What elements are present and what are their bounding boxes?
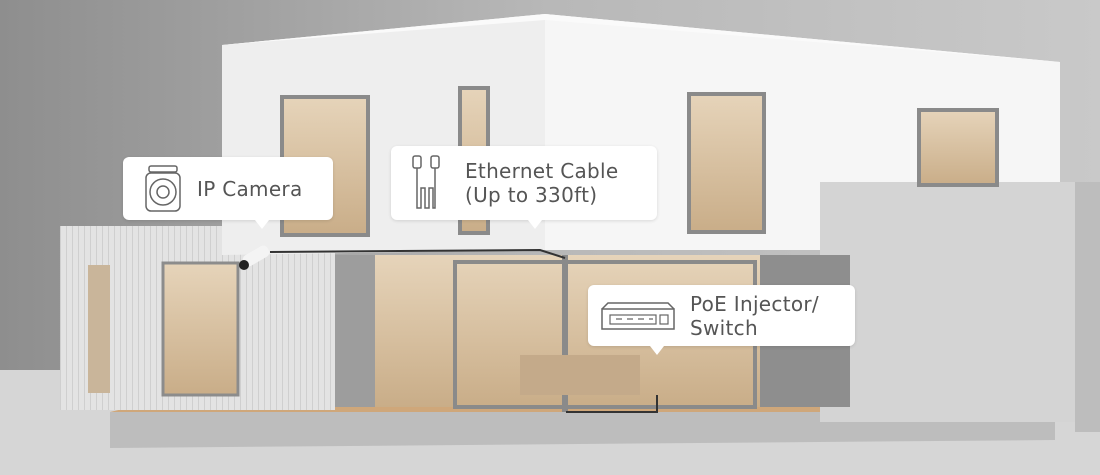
ip-camera-device bbox=[239, 245, 270, 270]
callout-pointer bbox=[255, 220, 269, 229]
ip-camera-callout: IP Camera bbox=[123, 157, 333, 229]
ip-camera-label: IP Camera bbox=[197, 176, 303, 201]
annex-block bbox=[820, 182, 1075, 422]
ethernet-cable-callout: Ethernet Cable (Up to 330ft) bbox=[391, 146, 657, 229]
ethernet-cable-range: (Up to 330ft) bbox=[465, 183, 598, 207]
poe-label: PoE Injector/ bbox=[690, 291, 819, 316]
platform bbox=[110, 412, 1055, 448]
callout-pointer bbox=[650, 346, 664, 355]
ip-camera-icon bbox=[145, 164, 181, 212]
callout-pointer bbox=[528, 220, 542, 229]
ethernet-cable-icon bbox=[412, 155, 440, 209]
poe-switch-callout: PoE Injector/ Switch bbox=[588, 285, 855, 355]
ethernet-cable-label: Ethernet Cable bbox=[465, 159, 619, 183]
poe-switch-icon bbox=[601, 301, 675, 330]
poe-label-switch: Switch bbox=[690, 315, 758, 340]
upper-block-right bbox=[545, 14, 1060, 250]
ethernet-cable-line bbox=[269, 248, 566, 259]
